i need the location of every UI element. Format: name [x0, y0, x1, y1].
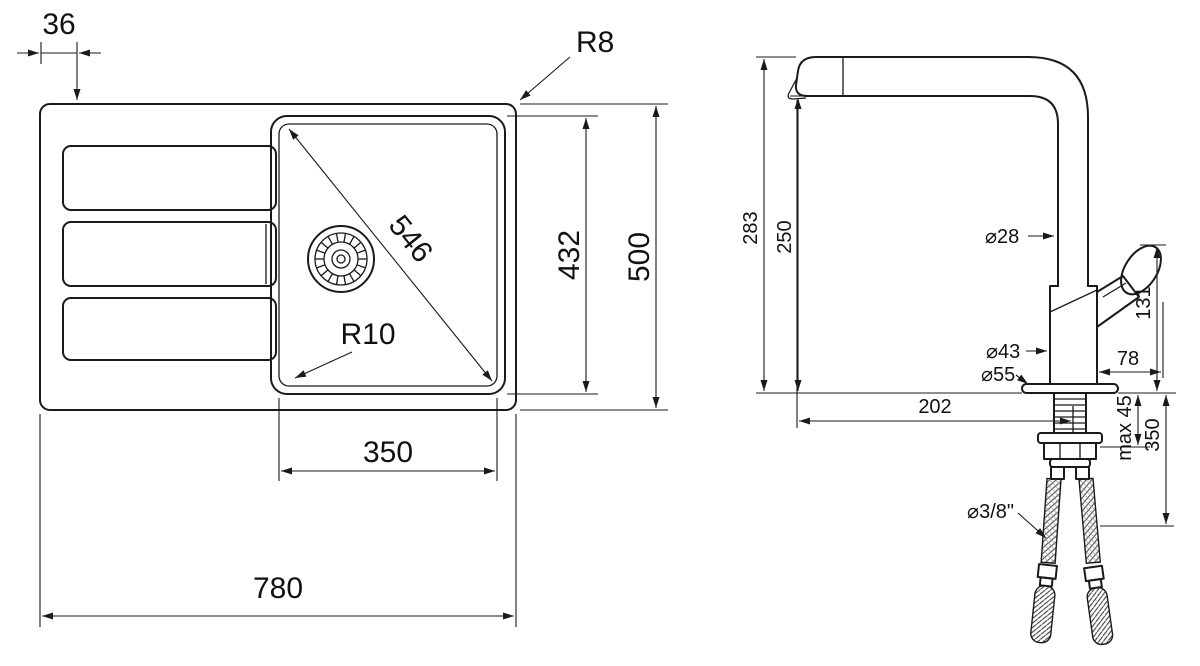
sink-bowl-inner: [278, 123, 498, 387]
hose-fitting-right: [1083, 564, 1114, 646]
label-pipe-diameter: ⌀28: [985, 226, 1019, 248]
hose-crimp-right: [1075, 466, 1090, 480]
spout-pipe-outer: [842, 56, 1089, 287]
spray-head: [794, 56, 844, 97]
faucet-side-view: 283 250 ⌀28 131 ⌀43 ⌀55: [740, 56, 1176, 646]
dim-overall-width: 780: [39, 414, 517, 627]
dim-connection-size: ⌀3/8": [967, 501, 1047, 539]
faucet-mounting: [1037, 392, 1103, 468]
dim-spout-height: 250: [774, 95, 840, 391]
lower-washer: [1049, 458, 1091, 468]
label-under-counter-length: 350: [1142, 418, 1164, 451]
label-bowl-length: 432: [553, 230, 586, 280]
shank-threads: [1054, 398, 1086, 430]
label-body-diameter: ⌀43: [986, 341, 1020, 363]
faucet-spout: [787, 56, 1089, 287]
drainer-grooves: [62, 145, 277, 361]
label-base-diameter: ⌀55: [981, 364, 1015, 386]
dim-corner-radius: R8: [519, 26, 614, 101]
dim-body-diameter: ⌀43: [986, 341, 1047, 363]
dim-handle-height: 131: [1133, 244, 1166, 391]
dim-bowl-corner-radius: R10: [294, 318, 396, 379]
mounting-nut: [1043, 442, 1097, 460]
label-overall-depth: 500: [623, 232, 656, 282]
mounting-washer: [1037, 432, 1103, 444]
label-spout-height: 250: [774, 220, 796, 253]
label-corner-radius: R8: [576, 26, 614, 59]
label-total-height: 283: [740, 211, 762, 244]
hose-fitting-left: [1030, 563, 1058, 644]
sink-top-view: 546 R10 432 500 36: [17, 8, 668, 627]
dim-overall-depth: 500: [520, 103, 668, 411]
label-overall-width: 780: [253, 572, 303, 605]
dim-total-height: 283: [740, 56, 796, 391]
handle-joint: [1096, 275, 1140, 328]
dim-rim-width: 36: [17, 8, 101, 100]
label-spout-reach: 202: [918, 396, 951, 418]
dim-deck-thickness: max 45: [1100, 395, 1150, 461]
hose-crimp-left: [1050, 466, 1065, 480]
hose-right: [1078, 477, 1102, 565]
label-handle-reach: 78: [1117, 348, 1139, 370]
sink-outline: [39, 103, 517, 411]
drain-strainer: [307, 225, 375, 293]
sink-bowl-rim: [270, 115, 506, 395]
label-rim-width: 36: [42, 8, 75, 41]
hose-left: [1040, 477, 1062, 565]
dim-spout-reach: 202: [796, 100, 1074, 434]
spray-head-tip: [787, 77, 807, 100]
label-bowl-corner-radius: R10: [340, 318, 395, 351]
supply-hoses: [1030, 466, 1114, 646]
body-parting-line: [1049, 289, 1098, 313]
label-handle-height: 131: [1133, 286, 1155, 319]
faucet-base: [756, 383, 1176, 394]
dim-under-counter-length: 350: [1100, 395, 1174, 527]
label-bowl-width: 350: [363, 436, 413, 469]
base-flange: [1021, 383, 1119, 394]
dim-bowl-length: 432: [507, 115, 598, 395]
mixer-body: [1049, 285, 1098, 385]
label-bowl-diagonal: 546: [382, 209, 439, 269]
dim-base-diameter: ⌀55: [981, 364, 1029, 386]
dim-bowl-width: 350: [278, 398, 498, 481]
dim-handle-reach: 78: [1099, 302, 1164, 378]
label-deck-thickness: max 45: [1114, 395, 1136, 461]
spout-pipe-inner: [842, 95, 1059, 287]
label-connection-size: ⌀3/8": [967, 501, 1014, 523]
dim-pipe-diameter: ⌀28: [985, 226, 1054, 248]
